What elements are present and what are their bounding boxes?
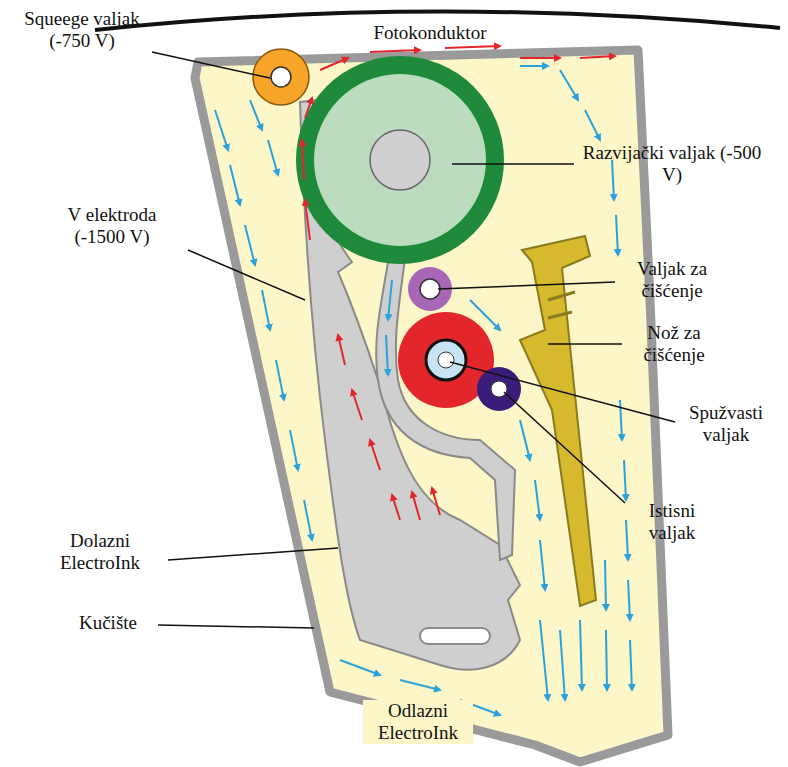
- roller-hub: [370, 130, 430, 190]
- part-label: Odlazni ElectroInk: [363, 700, 473, 744]
- incoming-flow-arrows: [302, 46, 615, 520]
- electrode-slot: [420, 628, 490, 644]
- part-label: Squeege valjak (-750 V): [12, 8, 152, 52]
- part-label: V elektroda (-1500 V): [47, 204, 177, 248]
- cleaning-blade: [520, 236, 596, 606]
- roller-hub: [426, 340, 466, 380]
- part-label: Nož za čišćenje: [625, 322, 723, 366]
- roller-hub: [438, 352, 454, 368]
- roller-hub: [271, 67, 291, 87]
- outgoing-flow-arrows: [215, 66, 632, 715]
- developer-core: [314, 74, 486, 246]
- roller-hub: [420, 279, 440, 299]
- part-label: Valjak za čišćenje: [620, 258, 724, 302]
- part-label: Fotokonduktor: [330, 22, 530, 44]
- squeegee-roller: [253, 49, 309, 105]
- part-label: Razvijački valjak (-500 V): [582, 142, 762, 186]
- part-label: Istisni valjak: [631, 500, 713, 544]
- squeeze-roller: [477, 367, 521, 411]
- part-label: Spužvasti valjak: [678, 402, 774, 446]
- developer-roller: [296, 56, 504, 264]
- roller-hub: [491, 381, 507, 397]
- blade-slits: [548, 292, 575, 318]
- leader-lines: [152, 52, 675, 628]
- part-label: Dolazni ElectroInk: [48, 530, 152, 574]
- part-label: Kučište: [63, 612, 153, 634]
